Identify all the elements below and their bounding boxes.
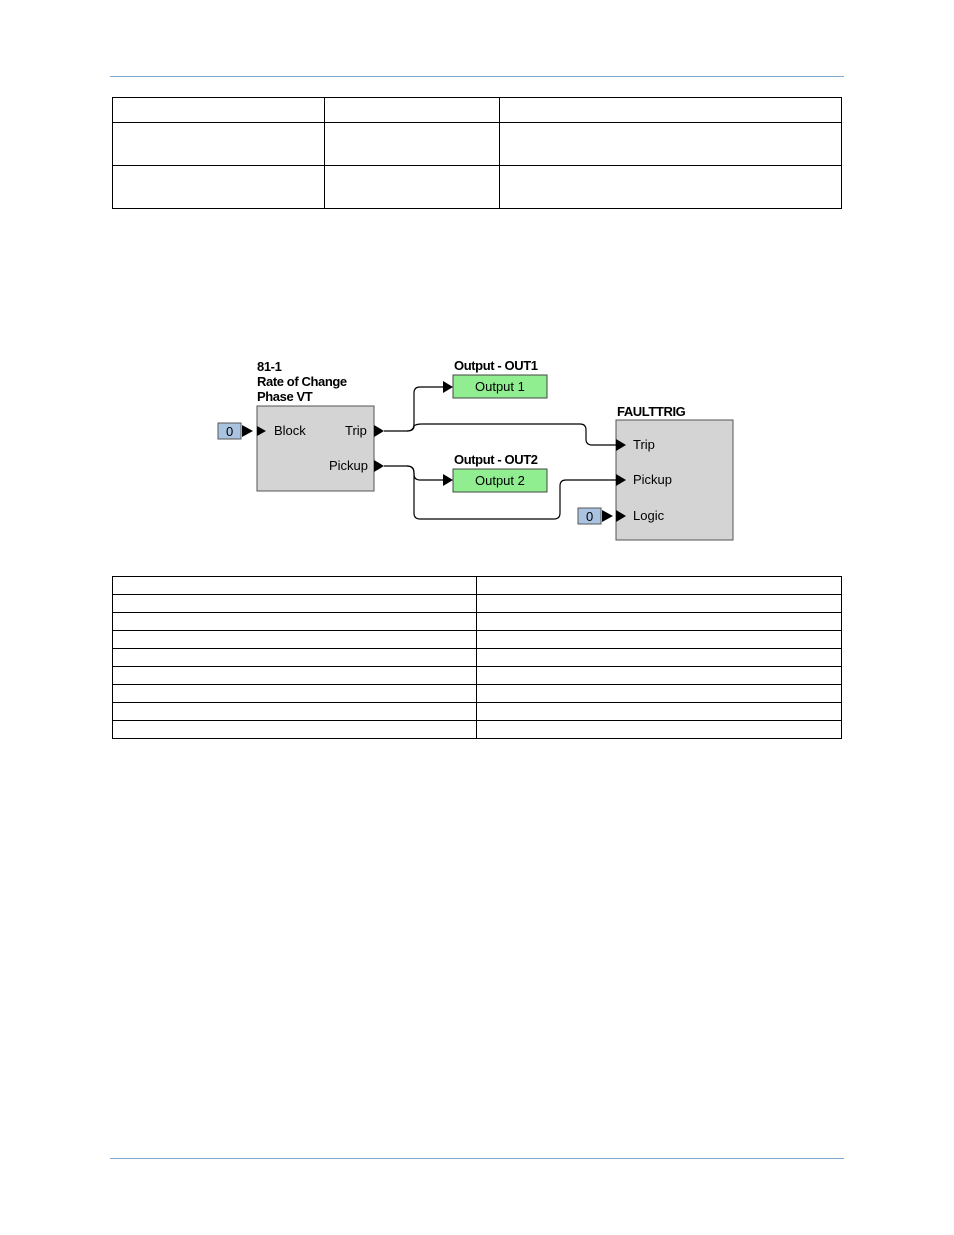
trip-output-port-icon[interactable] [374,425,384,437]
faulttrig-title: FAULTTRIG [617,404,686,419]
arrow-right-icon [242,425,253,437]
footer-rule [110,1158,844,1159]
logic-diagram: 81-1 Rate of Change Phase VT Block Trip … [200,350,760,550]
arrow-right-icon [602,510,613,522]
roc-input-block-label: Block [274,423,306,438]
table-cell [476,612,842,631]
block-constant-box[interactable] [217,422,242,440]
table-cell [499,97,842,123]
arrow-right-icon [443,474,453,486]
table-cell [112,97,325,123]
table-cell [499,165,842,209]
table-cell [476,630,842,649]
out1-label: Output 1 [475,379,525,394]
wire-trip-to-faulttrig [406,423,616,446]
faulttrig-input-trip-label: Trip [633,437,655,452]
logic-table [112,576,842,739]
table-cell [476,648,842,667]
table-row [112,576,842,595]
table-row [112,630,842,649]
table-row [112,648,842,667]
table-row [112,165,842,209]
roc-output-trip-label: Trip [345,423,367,438]
out1-title: Output - OUT1 [454,358,538,373]
wire-pickup-to-faulttrig [406,465,616,520]
roc-title-line3: Phase VT [257,389,313,404]
settings-table [112,97,842,209]
roc-output-pickup-label: Pickup [329,458,368,473]
table-cell [324,122,500,166]
roc-title-line2: Rate of Change [257,374,347,389]
faulttrig-block[interactable] [615,419,734,541]
table-cell [112,576,477,595]
out2-box[interactable] [452,468,548,493]
table-row [112,594,842,613]
table-row [112,666,842,685]
table-cell [476,702,842,721]
table-cell [112,666,477,685]
table-cell [324,165,500,209]
roc-element-block[interactable] [256,405,375,492]
header-rule [110,76,844,77]
logic-constant-box[interactable] [577,507,602,525]
input-port-icon [257,426,266,436]
table-cell [112,702,477,721]
table-cell [112,630,477,649]
input-port-icon [616,439,626,451]
table-cell [112,594,477,613]
table-cell [476,720,842,739]
table-cell [112,720,477,739]
input-port-icon [616,510,626,522]
table-header-row [112,97,842,123]
table-cell [112,122,325,166]
table-cell [324,97,500,123]
table-cell [476,576,842,595]
table-cell [499,122,842,166]
table-cell [112,612,477,631]
table-row [112,122,842,166]
arrow-right-icon [443,381,453,393]
faulttrig-input-logic-label: Logic [633,508,665,523]
out1-box[interactable] [452,374,548,399]
pickup-output-port-icon[interactable] [374,460,384,472]
roc-title-line1: 81-1 [257,359,282,374]
table-row [112,720,842,739]
out2-label: Output 2 [475,473,525,488]
logic-constant-value: 0 [586,509,593,524]
table-cell [112,648,477,667]
table-cell [476,666,842,685]
table-row [112,702,842,721]
table-cell [112,165,325,209]
table-row [112,612,842,631]
table-row [112,684,842,703]
faulttrig-input-pickup-label: Pickup [633,472,672,487]
input-port-icon [616,474,626,486]
table-cell [476,594,842,613]
out2-title: Output - OUT2 [454,452,538,467]
table-cell [476,684,842,703]
table-cell [112,684,477,703]
block-constant-value: 0 [226,424,233,439]
